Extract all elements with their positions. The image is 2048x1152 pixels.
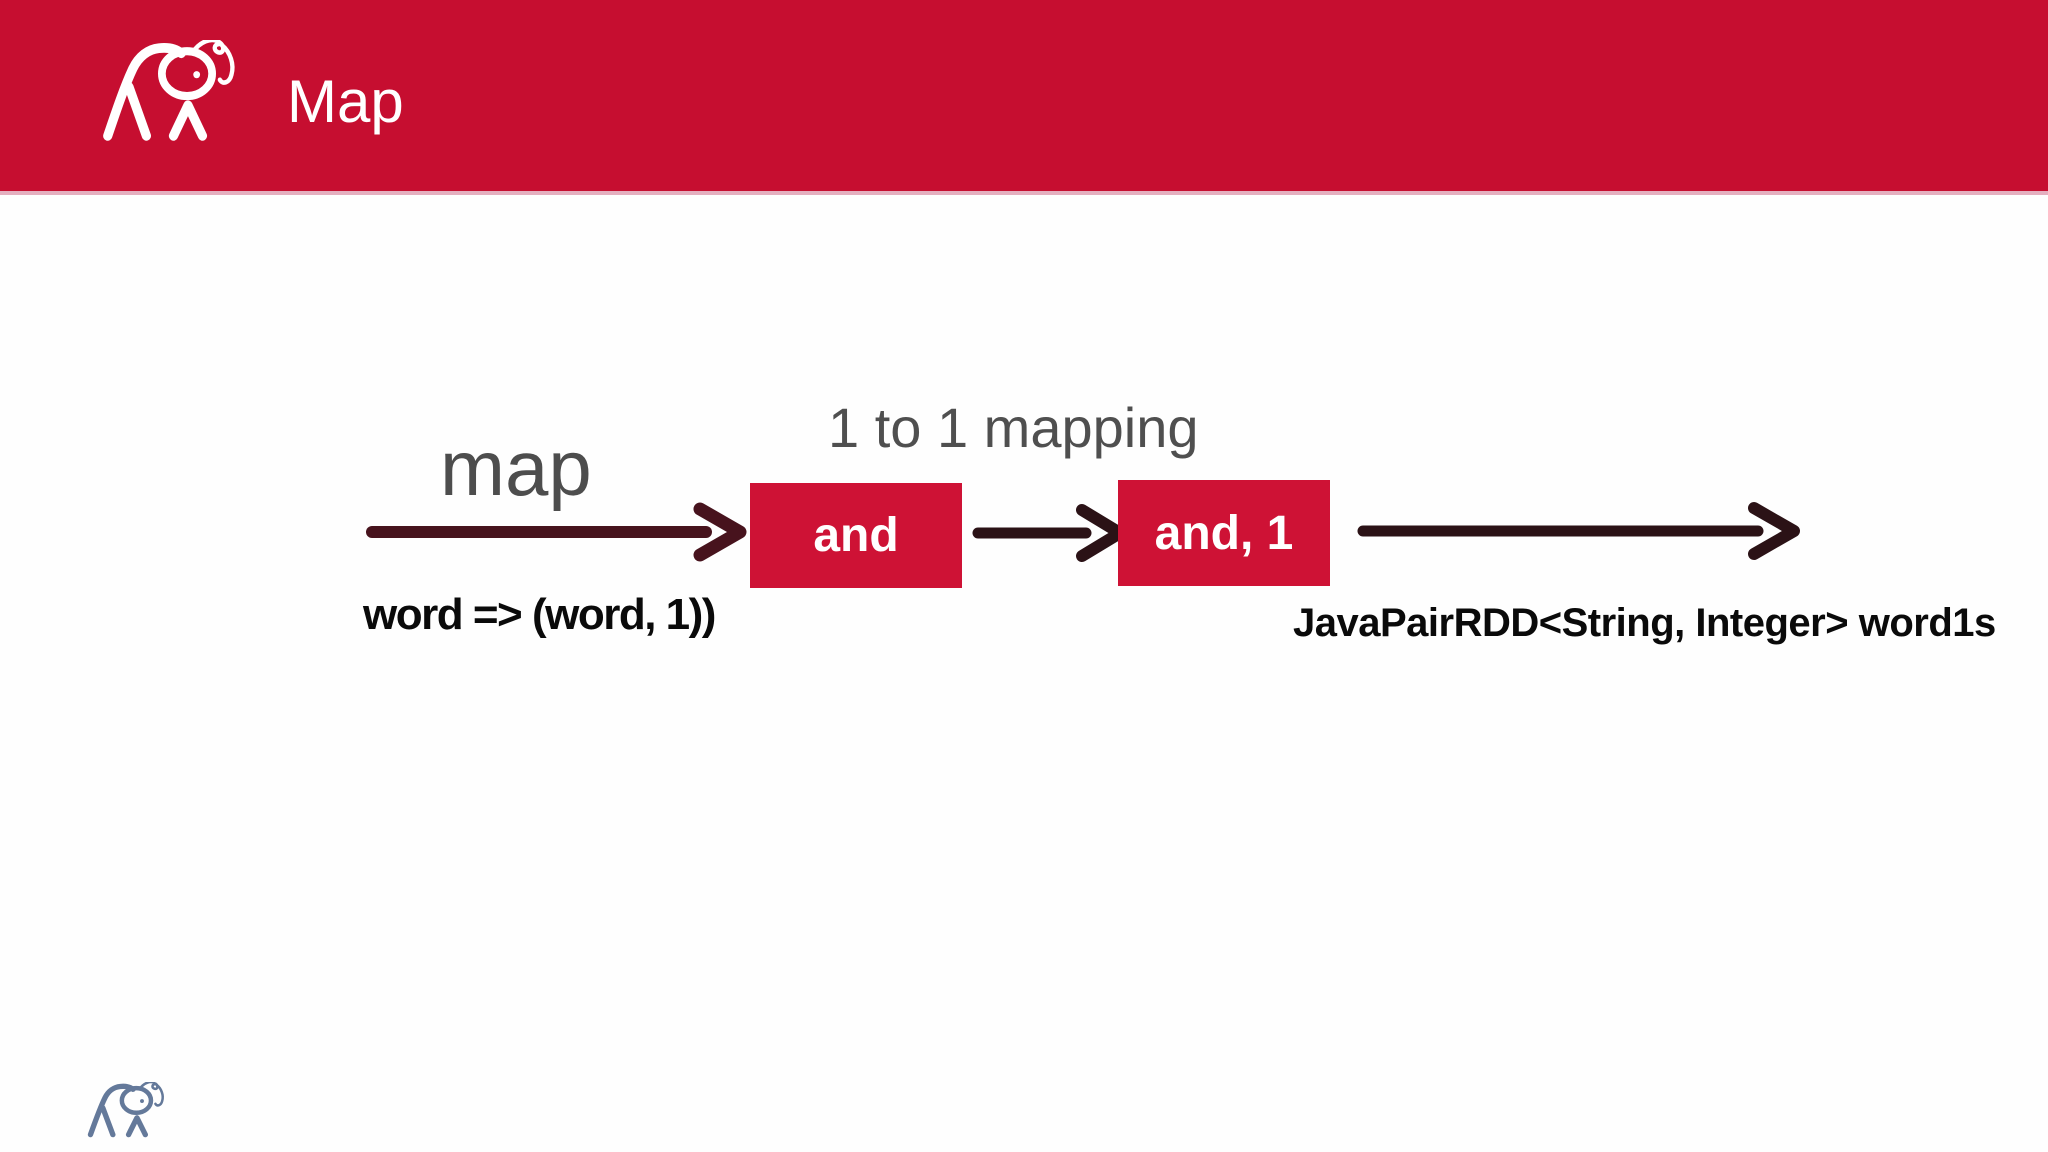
output-pair-box: and, 1 [1118,480,1330,586]
header-bar: Map [0,0,2048,195]
result-type-label: JavaPairRDD<String, Integer> word1s [1293,601,1996,645]
lambda-expression-label: word => (word, 1)) [363,590,716,639]
input-word-box-label: and [813,509,899,562]
output-arrow [1357,502,1800,560]
map-function-label: map [440,424,592,512]
page-title: Map [287,68,404,135]
box-to-box-arrow [972,504,1126,562]
input-word-box: and [750,483,962,588]
footer-elephant-icon [86,1082,170,1138]
map-input-arrow [366,502,747,562]
hadoop-elephant-icon [100,40,245,142]
one-to-one-mapping-label: 1 to 1 mapping [828,396,1199,459]
output-pair-box-label: and, 1 [1154,506,1294,560]
